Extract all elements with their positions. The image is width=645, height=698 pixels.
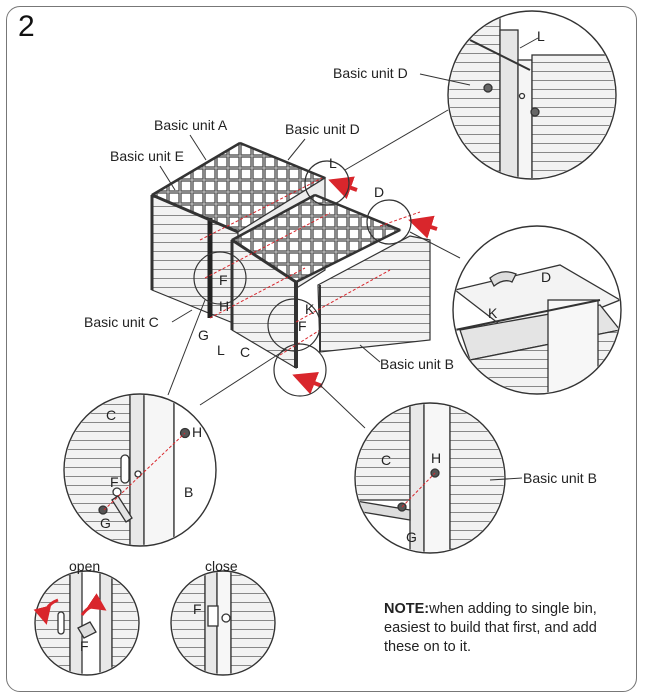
detail-left-g: G [100,515,111,531]
label-basic-unit-e: Basic unit E [110,148,184,164]
insert-arrows [292,176,438,395]
letter-l-main: L [329,155,337,171]
leader-lines [167,109,461,429]
label-open: open [69,558,100,574]
letter-k-main: K [305,301,315,317]
detail-right-dk [452,225,622,395]
detail-right-g: G [406,529,417,545]
instruction-frame [6,6,637,692]
detail-left-b: B [184,484,193,500]
callout-circles [193,160,412,397]
rotate-arrow-right [80,593,107,616]
label-open-f: F [80,638,89,654]
label-close: close [205,558,238,574]
letter-k-detail: K [488,305,498,321]
detail-top-right [447,10,617,180]
letter-d-detail: D [541,269,551,285]
label-basic-unit-b-detail: Basic unit B [523,470,597,486]
labels: Basic unit A Basic unit D Basic unit E B… [69,28,597,654]
label-basic-unit-b: Basic unit B [380,356,454,372]
detail-bottom-right [354,402,523,554]
detail-left-f: F [110,474,119,490]
note-prefix: NOTE: [384,601,430,617]
letter-c-main: C [240,344,250,360]
detail-left-hinge [63,393,217,547]
arrow-top [328,176,358,200]
unit-b-box [230,193,431,370]
assembly-note: NOTE:when adding to single bin, easiest … [384,600,624,657]
step-number: 2 [18,10,35,43]
letter-h-main: H [219,298,229,314]
letter-f-main-1: F [219,272,228,288]
label-basic-unit-c: Basic unit C [84,314,159,330]
letter-l-lower: L [217,342,225,358]
detail-open [33,570,140,676]
detail-left-h: H [192,424,202,440]
detail-left-c: C [106,407,116,423]
label-basic-unit-d: Basic unit D [285,121,360,137]
label-basic-unit-d-detail: Basic unit D [333,65,408,81]
letter-f-main-2: F [298,318,307,334]
fastener-paths [199,177,421,356]
arrow-bottom [292,371,323,395]
label-close-f: F [193,601,202,617]
letter-g-main: G [198,327,209,343]
letter-d-main: D [374,184,384,200]
label-basic-unit-a: Basic unit A [154,117,228,133]
detail-right-h: H [431,450,441,466]
letter-l-top: L [537,28,545,44]
detail-right-c: C [381,452,391,468]
arrow-right [408,215,438,239]
note-text: when adding to single bin, easiest to bu… [384,601,597,655]
rotate-arrow-left [33,598,59,625]
detail-close [170,570,276,676]
